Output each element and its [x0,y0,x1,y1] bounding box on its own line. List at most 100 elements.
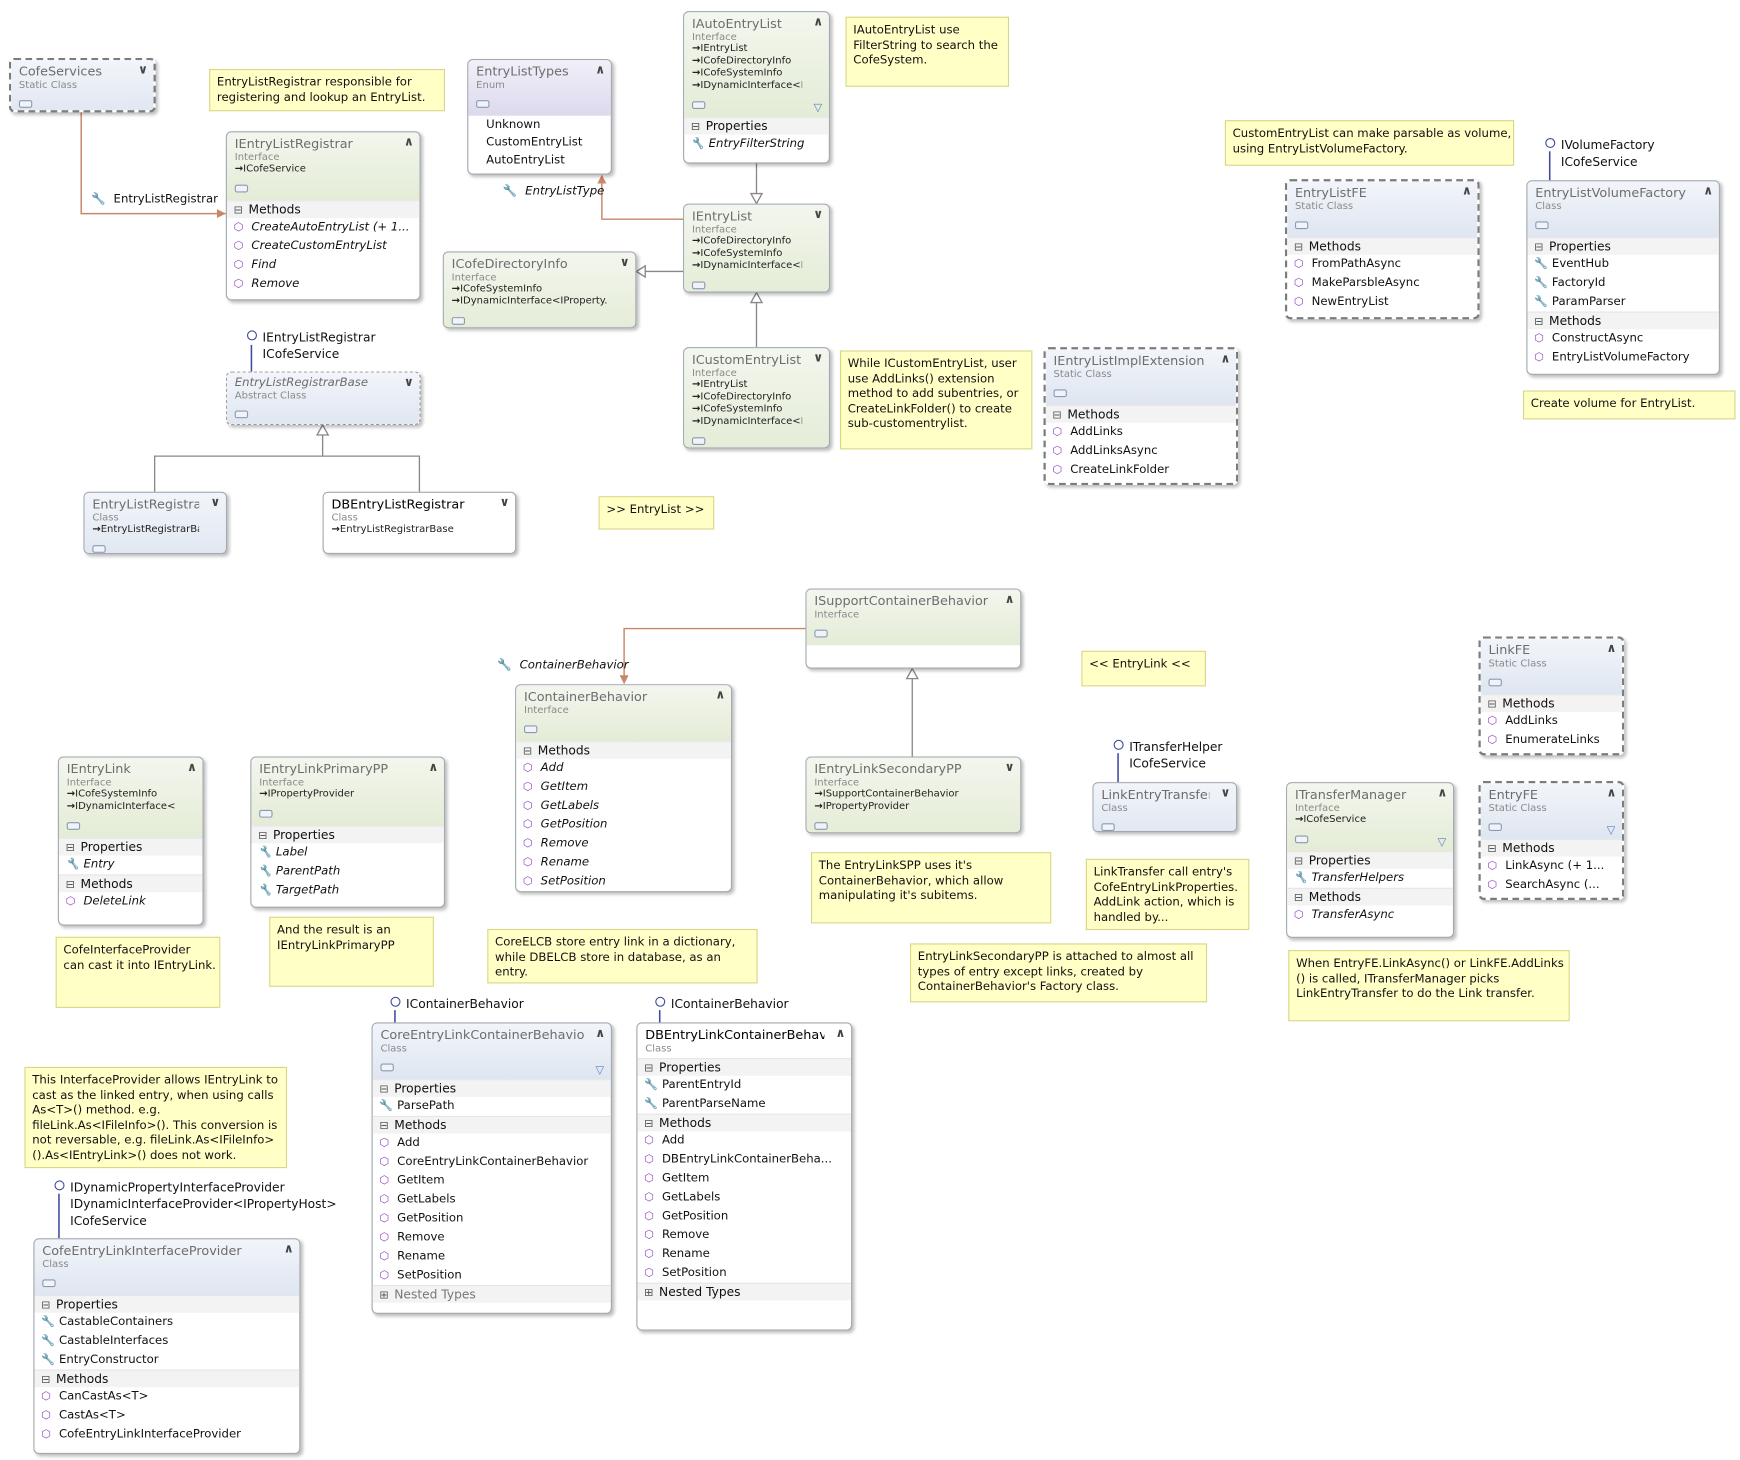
member-method[interactable]: ⬡GetLabels [373,1190,611,1209]
member-method[interactable]: ⬡DBEntryLinkContainerBeha... [637,1150,851,1169]
chevron-up-icon[interactable]: ∧ [186,759,197,775]
expand-icon[interactable] [814,629,828,638]
ientrylinksecondarypp-shape[interactable]: IEntryLinkSecondaryPPInterfaceISupportCo… [805,756,1022,834]
chevron-down-icon[interactable]: ∨ [403,374,414,390]
chevron-up-icon[interactable]: ∧ [1461,183,1472,199]
enum-value[interactable]: CustomEntryList [486,135,583,150]
section-properties[interactable]: Properties [684,116,829,135]
member-method[interactable]: ⬡CofeEntryLinkInterfaceProvider [34,1425,299,1444]
member-method[interactable]: ⬡Rename [637,1245,851,1264]
section-methods[interactable]: Methods [1287,887,1453,906]
note-corelcb[interactable]: CoreELCB store entry link in a dictionar… [487,928,758,984]
assoc-label-entrylisttype[interactable]: 🔧EntryListType [502,184,605,199]
expand-icon[interactable] [380,1063,394,1072]
expand-icon[interactable] [1294,835,1309,844]
member-property[interactable]: 🔧ParentPath [251,862,443,881]
section-methods[interactable]: Methods [34,1369,300,1388]
section-methods[interactable]: Methods [637,1113,852,1132]
expand-icon[interactable] [814,822,828,830]
member-method[interactable]: ⬡Add [637,1131,851,1150]
member-property[interactable]: 🔧EventHub [1527,255,1718,274]
member-property[interactable]: 🔧Entry [59,856,203,875]
filter-icon[interactable]: ▽ [813,102,823,115]
ientrylistregistrar-shape[interactable]: IEntryListRegistrarInterfaceICofeService… [225,131,421,301]
ientrylist-shape[interactable]: IEntryListInterfaceICofeDirectoryInfoICo… [683,203,830,293]
member-property[interactable]: 🔧CastableInterfaces [34,1332,299,1351]
expand-icon[interactable] [234,410,249,419]
chevron-up-icon[interactable]: ∧ [1220,351,1231,367]
member-method[interactable]: ⬡GetPosition [637,1207,851,1226]
section-properties[interactable]: Properties [251,825,444,844]
section-methods[interactable]: Methods [1480,838,1623,857]
member-method[interactable]: ⬡EnumerateLinks [1481,731,1622,750]
chevron-up-icon[interactable]: ∧ [813,14,824,29]
chevron-down-icon[interactable]: ∨ [138,62,148,77]
filter-icon[interactable]: ▽ [595,1064,605,1077]
section-properties[interactable]: Properties [637,1057,852,1076]
note-entrylink-marker[interactable]: << EntryLink << [1081,650,1206,687]
section-methods[interactable]: Methods [1287,236,1478,255]
section-methods[interactable]: Methods [372,1115,611,1134]
member-method[interactable]: ⬡CoreEntryLinkContainerBehavior [373,1153,611,1172]
member-method[interactable]: ⬡SetPosition [373,1266,611,1285]
section-properties[interactable]: Properties [58,837,203,856]
member-property[interactable]: 🔧EntryFilterString [684,135,829,154]
dbentrylinkcontainerbehavior-shape[interactable]: DBEntryLinkContainerBehav...Class∧ Prope… [636,1022,853,1331]
chevron-up-icon[interactable]: ∧ [403,134,414,150]
member-method[interactable]: ⬡Remove [516,834,731,853]
note-customentrylist[interactable]: CustomEntryList can make parsable as vol… [1224,120,1515,166]
section-methods[interactable]: Methods [1480,694,1623,712]
expand-icon[interactable] [66,822,81,830]
chevron-down-icon[interactable]: ∨ [210,495,221,510]
expand-icon[interactable] [92,545,106,553]
chevron-up-icon[interactable]: ∧ [1606,640,1617,656]
chevron-up-icon[interactable]: ∧ [428,759,439,775]
chevron-up-icon[interactable]: ∧ [1437,785,1448,800]
section-properties[interactable]: Properties [1527,236,1719,255]
member-property[interactable]: 🔧TransferHelpers [1287,869,1453,888]
expand-icon[interactable] [691,437,706,445]
expand-icon[interactable] [1488,678,1502,687]
member-property[interactable]: 🔧CastableContainers [34,1313,299,1332]
chevron-down-icon[interactable]: ∨ [813,350,824,365]
chevron-up-icon[interactable]: ∧ [283,1241,294,1257]
filter-icon[interactable]: ▽ [1606,824,1616,837]
member-method[interactable]: ⬡AddLinksAsync [1046,442,1236,461]
assoc-label-containerbehavior[interactable]: 🔧ContainerBehavior [497,658,629,672]
member-method[interactable]: ⬡GetPosition [516,815,731,834]
expand-icon[interactable] [259,809,273,818]
section-properties[interactable]: Properties [372,1079,611,1097]
expand-icon[interactable] [234,184,249,193]
member-property[interactable]: 🔧Label [251,843,443,862]
chevron-down-icon[interactable]: ∨ [1220,785,1231,800]
chevron-up-icon[interactable]: ∧ [715,687,726,702]
itransfermanager-shape[interactable]: ITransferManagerInterfaceICofeService∧▽ … [1286,782,1455,938]
member-method[interactable]: ⬡GetLabels [637,1188,851,1207]
member-method[interactable]: ⬡Remove [227,275,419,294]
member-property[interactable]: 🔧FactoryId [1527,274,1718,293]
section-methods[interactable]: Methods [1527,311,1719,330]
icofedirectoryinfo-shape[interactable]: ICofeDirectoryInfoInterfaceICofeSystemIn… [442,251,637,329]
expand-icon[interactable] [1535,221,1549,230]
member-method[interactable]: ⬡SearchAsync (... [1481,876,1622,895]
member-method[interactable]: ⬡CreateAutoEntryList (+ 1... [227,218,419,237]
member-property[interactable]: 🔧ParentEntryId [637,1076,851,1095]
enum-value[interactable]: Unknown [486,117,541,132]
member-method[interactable]: ⬡GetItem [637,1169,851,1188]
member-method[interactable]: ⬡CanCastAs<T> [34,1387,299,1406]
expand-icon[interactable] [523,725,538,734]
chevron-up-icon[interactable]: ∧ [1703,183,1714,199]
expand-icon[interactable] [451,317,466,325]
